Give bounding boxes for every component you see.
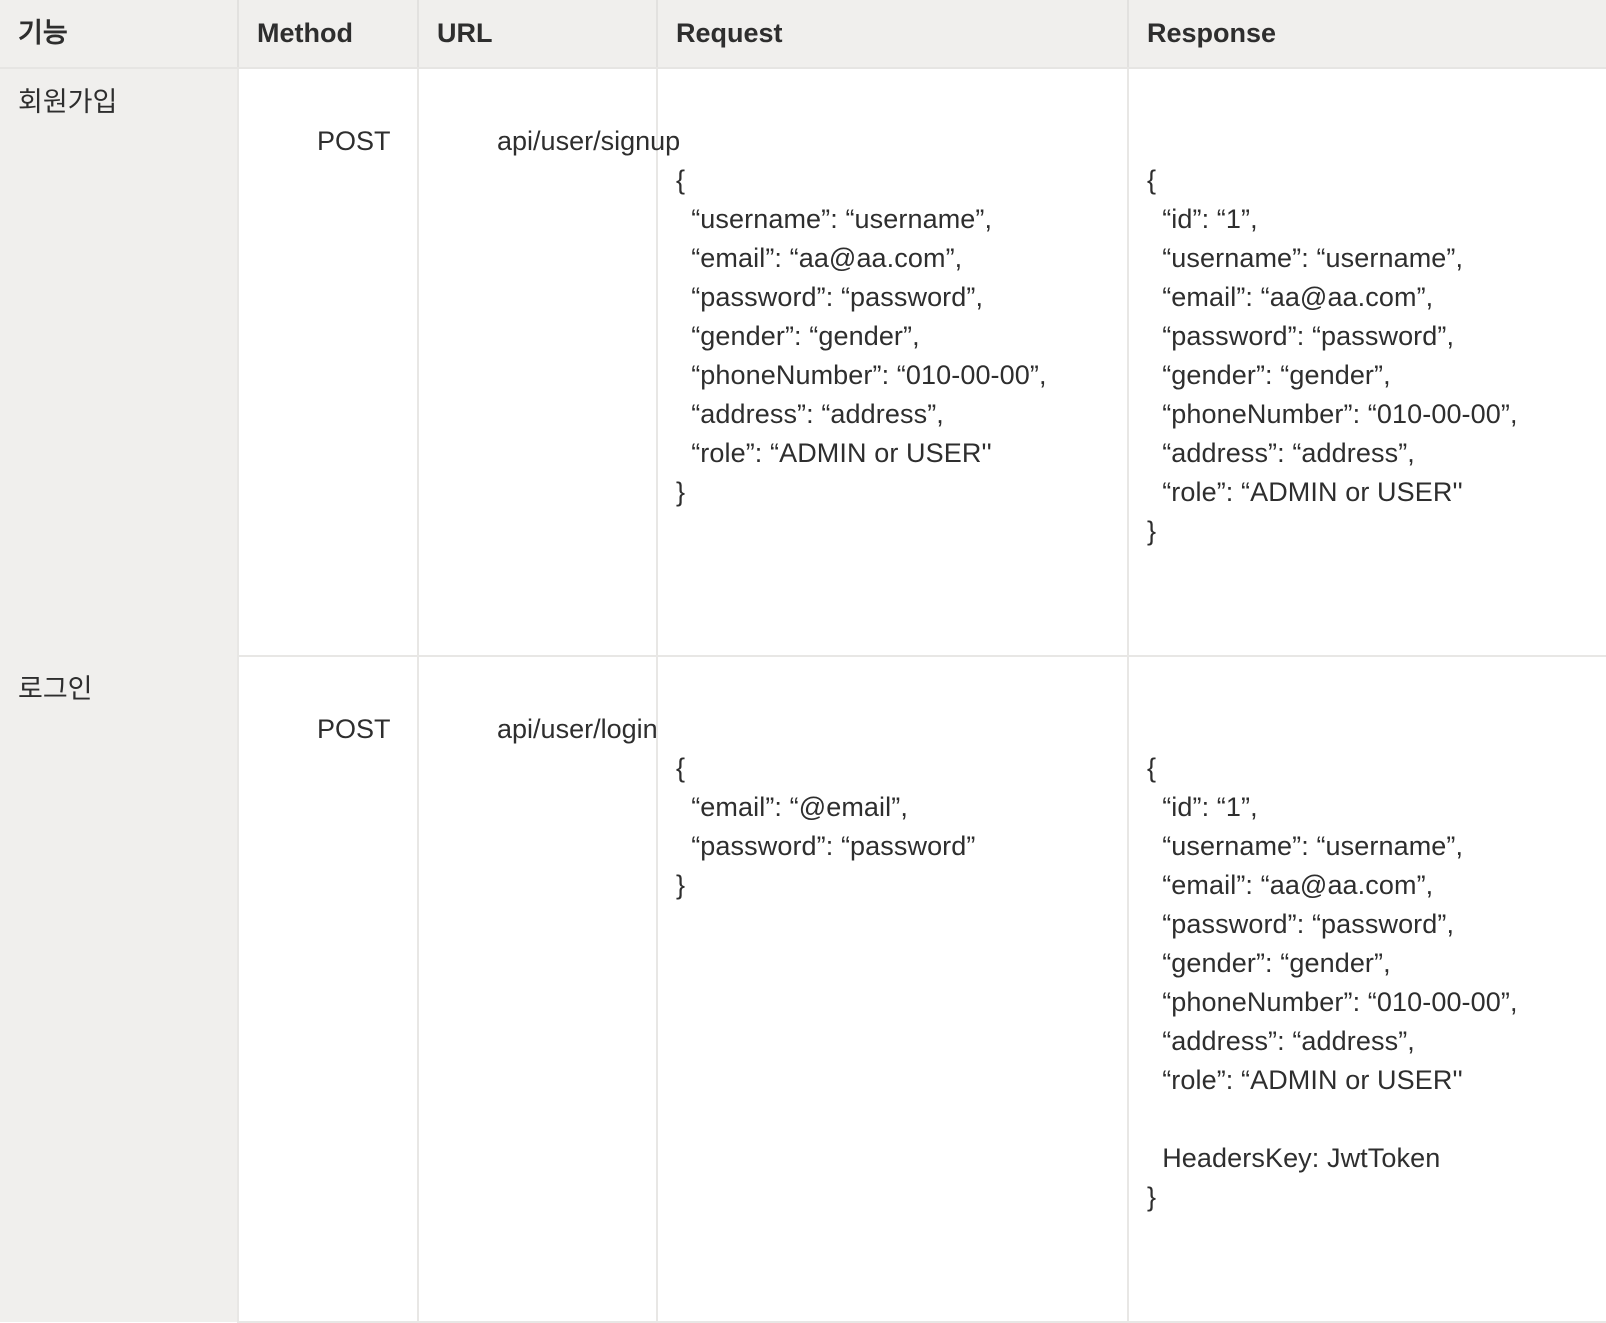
- response-json: { “id”: “1”, “username”: “username”, “em…: [1147, 753, 1518, 1212]
- table-header-row: 기능 Method URL Request Response: [0, 0, 1606, 69]
- cell-response: { “id”: “1”, “username”: “username”, “em…: [1128, 68, 1606, 657]
- function-label: 회원가입: [18, 87, 118, 117]
- function-label: 로그인: [18, 674, 93, 704]
- request-json: { “email”: “@email”, “password”: “passwo…: [676, 753, 976, 900]
- request-json: { “username”: “username”, “email”: “aa@a…: [676, 165, 1047, 507]
- url-label: api/user/login: [497, 714, 658, 744]
- cell-request: { “email”: “@email”, “password”: “passwo…: [657, 656, 1129, 1323]
- table-body: 회원가입 POST api/user/signup { “username”: …: [0, 68, 1606, 1323]
- column-header-url: URL: [418, 0, 658, 69]
- cell-function: 로그인: [0, 656, 239, 1322]
- cell-function: 회원가입: [0, 68, 239, 656]
- column-header-request: Request: [657, 0, 1129, 69]
- column-header-method: Method: [238, 0, 419, 69]
- table-header: 기능 Method URL Request Response: [0, 0, 1606, 69]
- cell-request: { “username”: “username”, “email”: “aa@a…: [657, 68, 1129, 657]
- cell-url: api/user/login: [418, 656, 658, 1323]
- cell-response: { “id”: “1”, “username”: “username”, “em…: [1128, 656, 1606, 1323]
- url-label: api/user/signup: [497, 126, 681, 156]
- cell-method: POST: [238, 68, 419, 657]
- column-header-func: 기능: [0, 0, 239, 69]
- column-header-response: Response: [1128, 0, 1606, 69]
- method-label: POST: [317, 126, 391, 156]
- method-label: POST: [317, 714, 391, 744]
- table-row: 로그인 POST api/user/login { “email”: “@ema…: [0, 656, 1606, 1323]
- cell-url: api/user/signup: [418, 68, 680, 657]
- response-json: { “id”: “1”, “username”: “username”, “em…: [1147, 165, 1518, 546]
- cell-method: POST: [238, 656, 419, 1323]
- table-row: 회원가입 POST api/user/signup { “username”: …: [0, 68, 1606, 657]
